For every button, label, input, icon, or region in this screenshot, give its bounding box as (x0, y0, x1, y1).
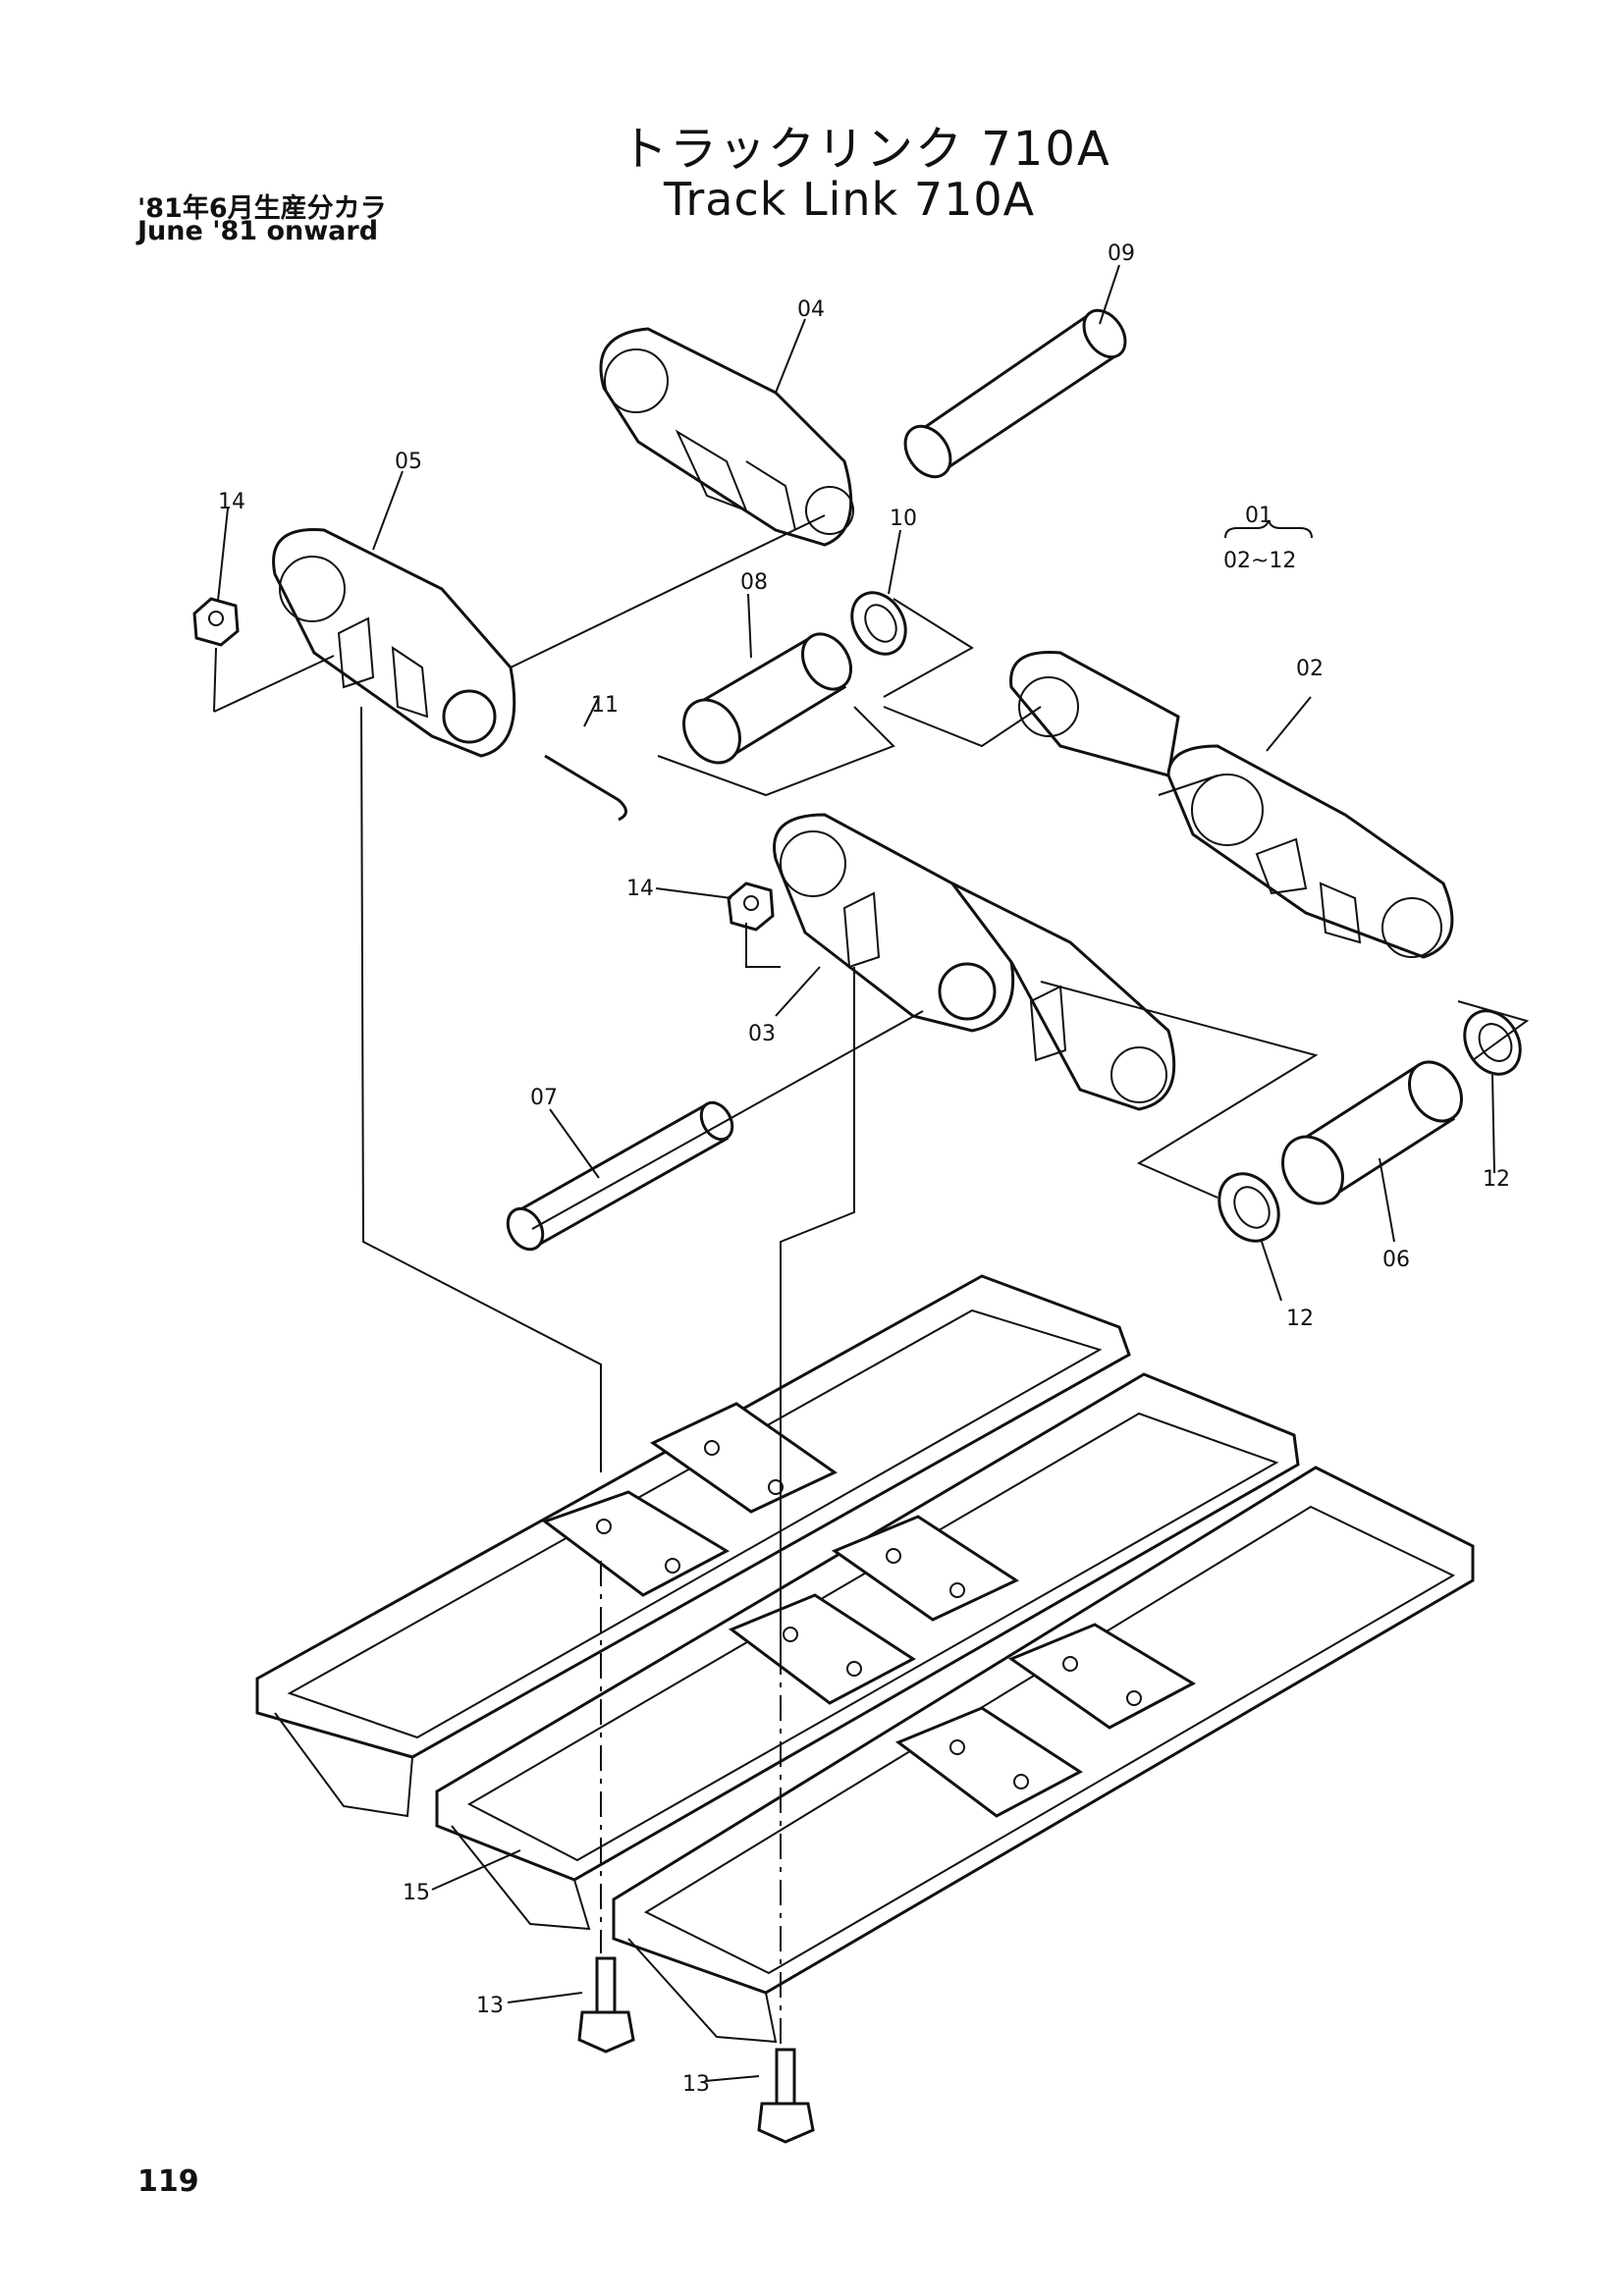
leader-lines (217, 264, 1495, 2082)
callout-03: 03 (748, 1022, 776, 1046)
callout-02: 02 (1296, 657, 1324, 681)
callout-05: 05 (395, 450, 422, 474)
bushing-06 (1281, 1060, 1463, 1205)
callout-assembly-01: 01 (1245, 504, 1272, 528)
bolt-13-left (577, 1956, 635, 2054)
cotter-pin-11 (544, 754, 627, 822)
link-04 (599, 327, 854, 547)
callout-07: 07 (530, 1086, 558, 1110)
assembly-brace (1224, 519, 1313, 539)
production-note-english: June '81 onward (137, 216, 379, 246)
production-note-japanese: '81年6月生産分カラ (137, 193, 387, 224)
callout-11: 11 (591, 693, 619, 718)
nut-14-upper (192, 597, 240, 647)
callout-14-middle: 14 (626, 877, 654, 901)
callout-06: 06 (1382, 1248, 1410, 1272)
pin-09 (903, 308, 1127, 479)
callout-assembly-range: 02~12 (1223, 549, 1296, 573)
title-english: Track Link 710A (664, 173, 1036, 226)
callout-13-right: 13 (682, 2072, 710, 2097)
assembly-lines (213, 514, 1530, 2047)
bolt-13-right (757, 2048, 815, 2144)
link-05 (272, 528, 516, 758)
callout-15: 15 (403, 1881, 430, 1905)
bushing-08 (682, 632, 853, 765)
seal-10 (850, 591, 907, 656)
callout-08: 08 (740, 570, 768, 595)
callout-10: 10 (890, 507, 917, 531)
callout-12-right: 12 (1483, 1167, 1510, 1192)
callout-13-left: 13 (476, 1994, 504, 2018)
page-number: 119 (137, 2164, 199, 2199)
callout-14-upper: 14 (218, 490, 245, 514)
link-02 (1009, 650, 1454, 959)
callout-04: 04 (797, 297, 825, 322)
nut-14-middle (727, 881, 775, 932)
seal-12-right (1463, 1009, 1522, 1076)
callout-09: 09 (1108, 241, 1135, 266)
seal-12-left (1217, 1172, 1280, 1243)
pin-07 (506, 1100, 734, 1252)
title-japanese: トラックリンク 710A (621, 122, 1111, 177)
callout-12-left: 12 (1286, 1307, 1314, 1331)
link-03 (773, 813, 1176, 1111)
track-shoe-15 (255, 1274, 1475, 2044)
callout-labels: 01 02~12 02 03 04 05 06 07 08 09 10 11 1… (218, 241, 1510, 2097)
